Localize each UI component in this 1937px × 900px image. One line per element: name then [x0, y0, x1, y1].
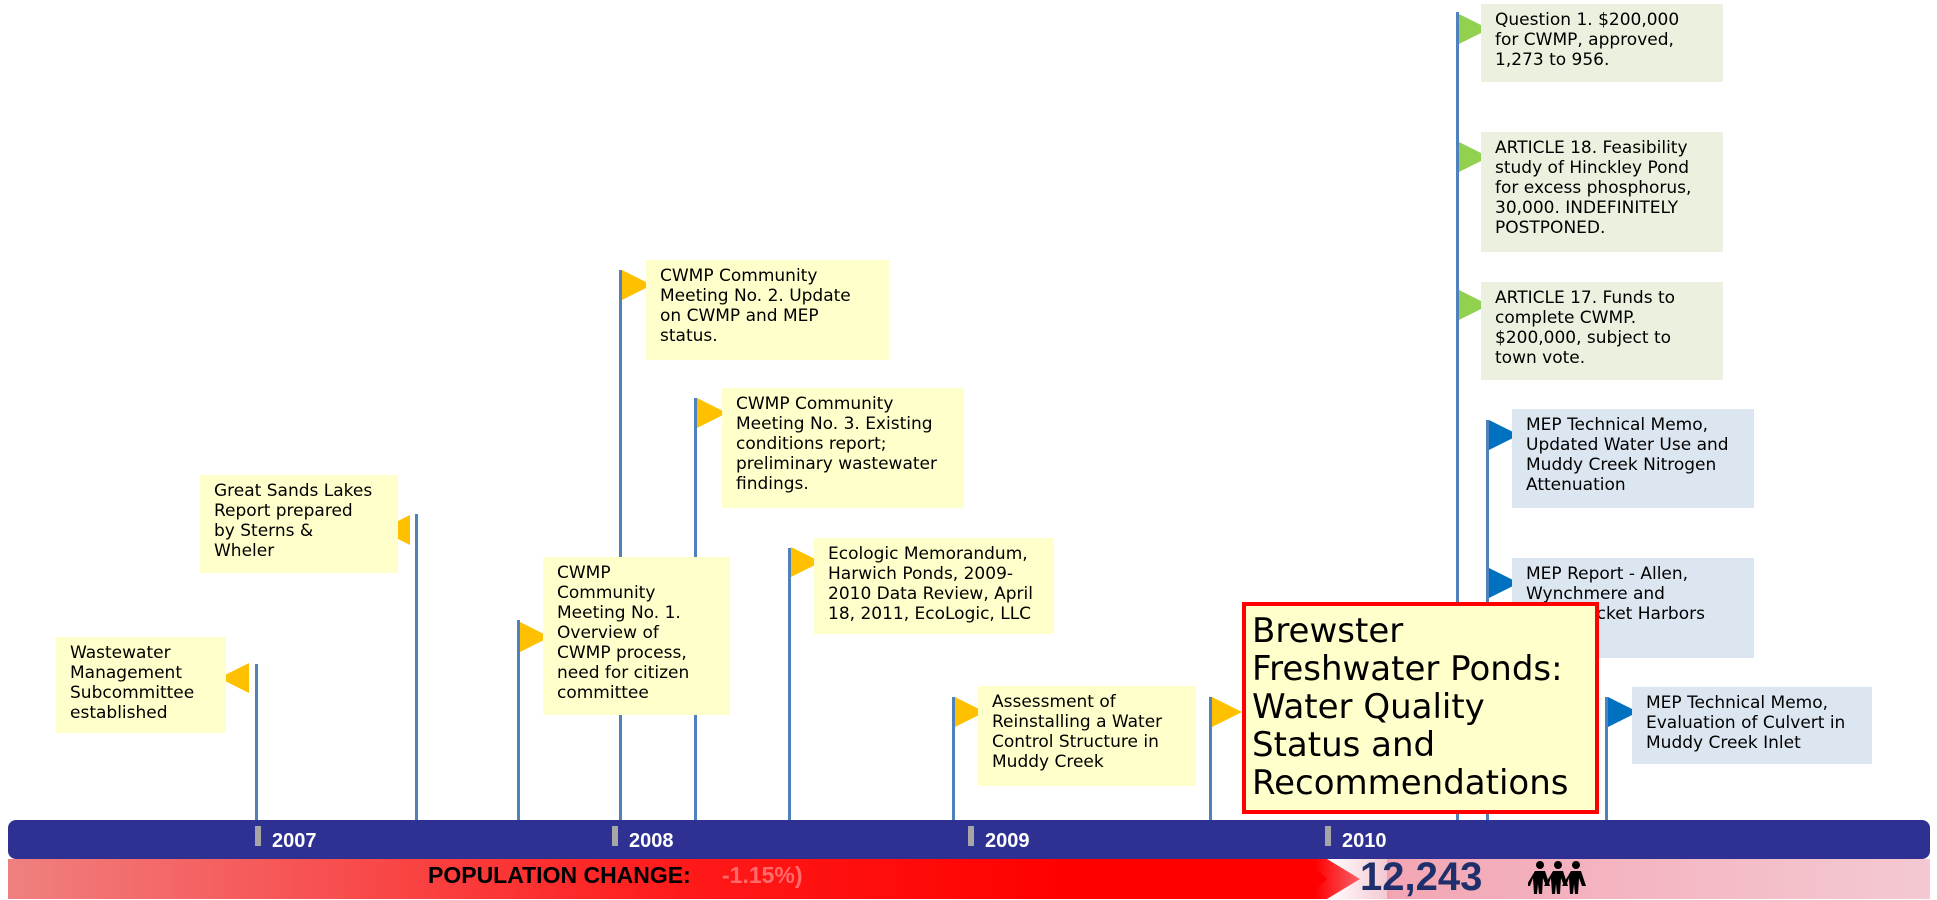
year-label: 2008: [629, 830, 674, 852]
event-wastewater-subcommittee: Wastewater Management Subcommittee estab…: [56, 637, 226, 733]
event-pole: [517, 620, 520, 820]
event-article-17: ARTICLE 17. Funds to complete CWMP. $200…: [1481, 282, 1723, 380]
event-mep-memo-water-use: MEP Technical Memo, Updated Water Use an…: [1512, 409, 1754, 508]
year-label: 2009: [985, 830, 1030, 852]
year-tick: [612, 826, 618, 846]
population-change-value: -1.15%): [722, 862, 803, 888]
event-pole: [255, 664, 258, 820]
event-pole: [1456, 12, 1459, 820]
year-label: 2010: [1342, 830, 1387, 852]
event-mep-memo-culvert: MEP Technical Memo, Evaluation of Culver…: [1632, 687, 1872, 764]
event-cwmp-meeting-3: CWMP Community Meeting No. 3. Existing c…: [722, 388, 964, 508]
flag-icon: [1212, 697, 1242, 727]
population-change-label: POPULATION CHANGE:: [428, 862, 691, 888]
event-pole: [1209, 697, 1212, 820]
event-ecologic-memorandum: Ecologic Memorandum, Harwich Ponds, 2009…: [814, 538, 1054, 634]
event-pole: [788, 548, 791, 820]
year-label: 2007: [272, 830, 317, 852]
population-arrow: [1305, 859, 1327, 899]
event-question-1: Question 1. $200,000 for CWMP, approved,…: [1481, 4, 1723, 82]
event-article-18: ARTICLE 18. Feasibility study of Hinckle…: [1481, 132, 1723, 252]
event-water-control-assessment: Assessment of Reinstalling a Water Contr…: [978, 686, 1196, 786]
event-pole: [415, 514, 418, 820]
event-pole: [619, 270, 622, 820]
event-great-sands-report: Great Sands Lakes Report prepared by Ste…: [200, 475, 398, 573]
year-tick: [1325, 826, 1331, 846]
year-tick: [255, 826, 261, 846]
population-count: 12,243: [1360, 855, 1483, 899]
people-icon: [1528, 861, 1586, 894]
event-pole: [952, 697, 955, 820]
event-cwmp-meeting-2: CWMP Community Meeting No. 2. Update on …: [646, 260, 889, 360]
event-cwmp-meeting-1: CWMP Community Meeting No. 1. Overview o…: [543, 557, 730, 715]
year-tick: [968, 826, 974, 846]
event-pole: [1605, 697, 1608, 820]
population-bar: [8, 859, 1930, 899]
highlight-brewster-ponds-report: Brewster Freshwater Ponds: Water Quality…: [1242, 602, 1599, 814]
